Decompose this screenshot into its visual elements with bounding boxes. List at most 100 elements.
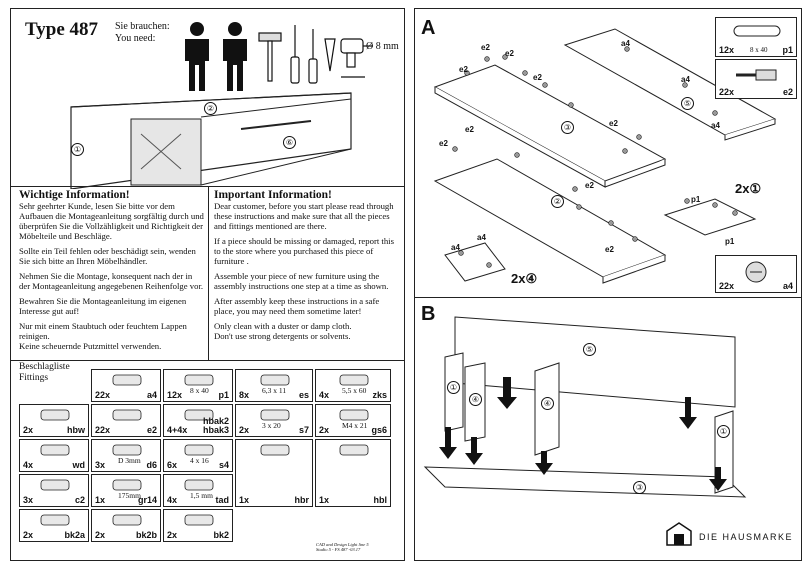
fitting-size: 8 x 40 — [190, 386, 209, 395]
fitting-qty: 12x — [167, 390, 183, 400]
fitting-code: c2 — [74, 495, 85, 505]
fitting-code: hbr — [294, 495, 310, 505]
fitting-size: 6,3 x 11 — [262, 386, 287, 395]
part-number-4: ④ — [541, 397, 554, 410]
fitting-icon — [184, 479, 214, 491]
fitting-code: hbw — [67, 425, 85, 435]
fitting-cell-hbr: 1x hbr — [235, 439, 313, 507]
fitting-icon — [339, 374, 369, 386]
label-p1: p1 — [725, 237, 735, 246]
fitting-size: 5,5 x 60 — [342, 386, 367, 395]
label-a4: a4 — [711, 121, 720, 130]
hammer-icon — [258, 32, 282, 82]
fitting-icon — [112, 444, 142, 456]
fitting-code: d6 — [146, 460, 157, 470]
fitting-icon — [112, 479, 142, 491]
fitting-code: a4 — [146, 390, 157, 400]
person-icon — [185, 22, 209, 91]
fitting-icon — [260, 409, 290, 421]
cam-lock-icon — [745, 261, 767, 283]
fitting-qty: 8x — [239, 390, 250, 400]
label-e2: e2 — [505, 49, 514, 58]
fitting-qty: 6x — [167, 460, 178, 470]
fitting-icon — [40, 514, 70, 526]
assembly-step-a — [433, 28, 777, 284]
multiplier-label: 2x① — [735, 181, 762, 196]
fitting-code: e2 — [146, 425, 157, 435]
fitting-code: zks — [372, 390, 387, 400]
section-letter-a: A — [421, 17, 436, 39]
fitting-qty: 22x — [95, 390, 111, 400]
assembly-step-b — [423, 316, 747, 498]
fitting-icon — [184, 444, 214, 456]
fitting-code: tad — [215, 495, 230, 505]
person-icon — [223, 22, 247, 91]
fitting-icon — [260, 374, 290, 386]
fitting-qty: 2x — [319, 425, 330, 435]
label-e2: e2 — [605, 245, 614, 254]
part-number-4: ④ — [469, 393, 482, 406]
label-e2: e2 — [609, 119, 618, 128]
fitting-qty: 4x — [319, 390, 330, 400]
fitting-icon — [339, 444, 369, 456]
divider — [11, 360, 404, 361]
info-heading: Wichtige Information! — [19, 189, 130, 201]
info-heading: Important Information! — [214, 189, 332, 201]
fitting-qty: 3x — [95, 460, 106, 470]
fitting-qty: 1x — [239, 495, 250, 505]
drill-icon — [340, 38, 373, 78]
fitting-size: M4 x 21 — [342, 421, 368, 430]
fitting-cell-e2: 22x e2 — [91, 404, 161, 437]
credits: CAD and Design Light line 5 Studio 5 - F… — [316, 542, 369, 552]
fittings-title: Beschlagliste Fittings — [19, 362, 70, 383]
cam-bolt-icon — [736, 69, 777, 81]
fitting-code: s7 — [298, 425, 309, 435]
part-number-1: ① — [71, 143, 84, 156]
divider — [415, 297, 801, 298]
fitting-icon — [112, 374, 142, 386]
screwdriver-icon — [290, 25, 300, 84]
fitting-cell-es: 8x es 6,3 x 11 — [235, 369, 313, 402]
part-number-3: ③ — [561, 121, 574, 134]
fitting-size: 4 x 16 — [190, 456, 209, 465]
fitting-cell-a4: 22x a4 — [91, 369, 161, 402]
fitting-size: 3 x 20 — [262, 421, 281, 430]
fitting-icon — [40, 479, 70, 491]
fitting-size: 175mm — [118, 491, 141, 500]
divider — [11, 186, 404, 187]
fitting-code: hbak2 hbak3 — [202, 416, 229, 435]
fitting-cell-zks: 4x zks 5,5 x 60 — [315, 369, 391, 402]
multiplier-label: 2x④ — [511, 271, 538, 286]
section-letter-b: B — [421, 303, 436, 325]
fitting-qty: 22x — [95, 425, 111, 435]
part-number-1: ① — [447, 381, 460, 394]
info-english: Important Information! Dear customer, be… — [214, 189, 399, 346]
fitting-qty: 2x — [167, 530, 178, 540]
part-number-5: ⑤ — [681, 97, 694, 110]
divider — [208, 186, 209, 360]
part-number-2: ② — [204, 102, 217, 115]
fitting-icon — [112, 514, 142, 526]
part-number-3: ③ — [633, 481, 646, 494]
fitting-code: es — [298, 390, 309, 400]
part-number-1: ① — [717, 425, 730, 438]
dowel-icon — [733, 25, 781, 37]
fitting-qty: 1x — [95, 495, 106, 505]
fitting-qty: 4+4x — [167, 425, 188, 435]
label-e2: e2 — [585, 181, 594, 190]
fitting-icon — [40, 409, 70, 421]
fitting-qty: 2x — [95, 530, 106, 540]
label-e2: e2 — [459, 65, 468, 74]
right-panel: A ⑤ ③ ② e — [414, 8, 802, 561]
